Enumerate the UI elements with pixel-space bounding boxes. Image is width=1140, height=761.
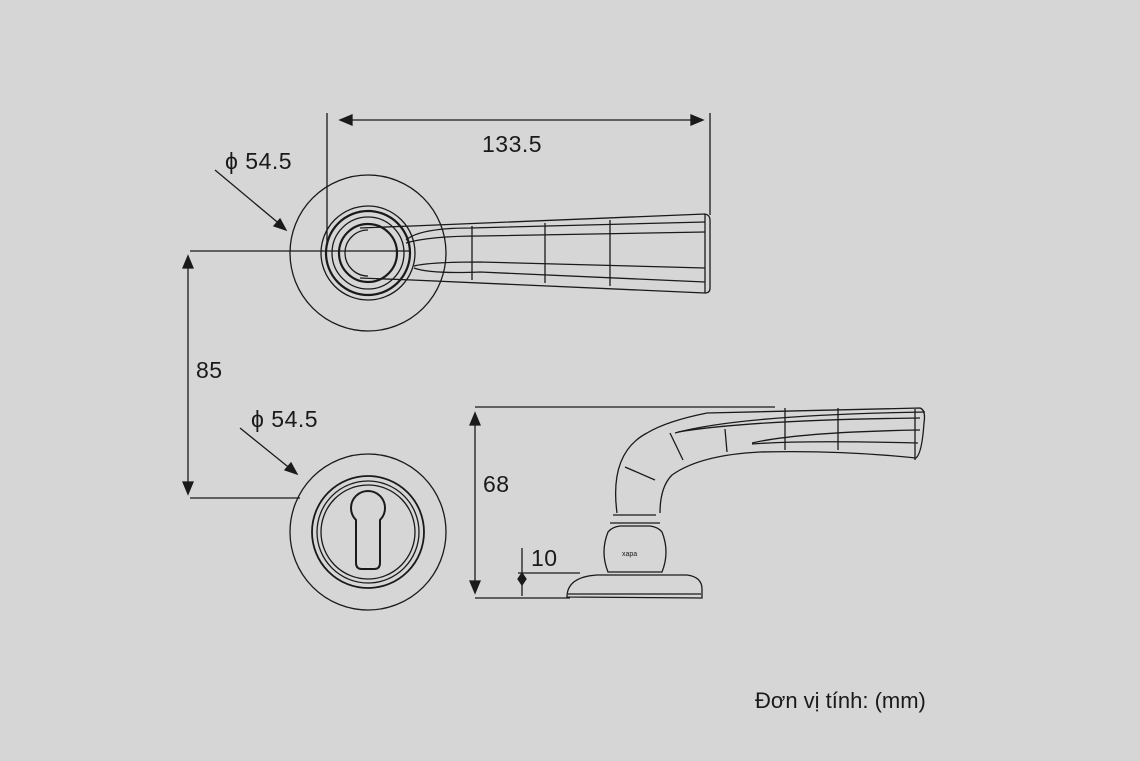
center-distance-label: 85 — [196, 357, 223, 383]
unit-note: Đơn vị tính: (mm) — [755, 688, 926, 713]
bottom-rose-keyhole — [289, 453, 447, 611]
side-view-lever — [566, 407, 926, 599]
brand-mark: xapa — [622, 551, 638, 558]
top-rose — [289, 174, 447, 332]
lever-height-label: 68 — [483, 471, 510, 497]
dimension-lines — [182, 113, 775, 599]
bottom-rose-diameter-label: ϕ 54.5 — [251, 406, 319, 432]
rose-thickness-label: 10 — [531, 545, 558, 571]
top-rose-diameter-label: ϕ 54.5 — [225, 148, 293, 174]
top-lever — [359, 213, 711, 294]
lever-length-label: 133.5 — [482, 131, 543, 157]
